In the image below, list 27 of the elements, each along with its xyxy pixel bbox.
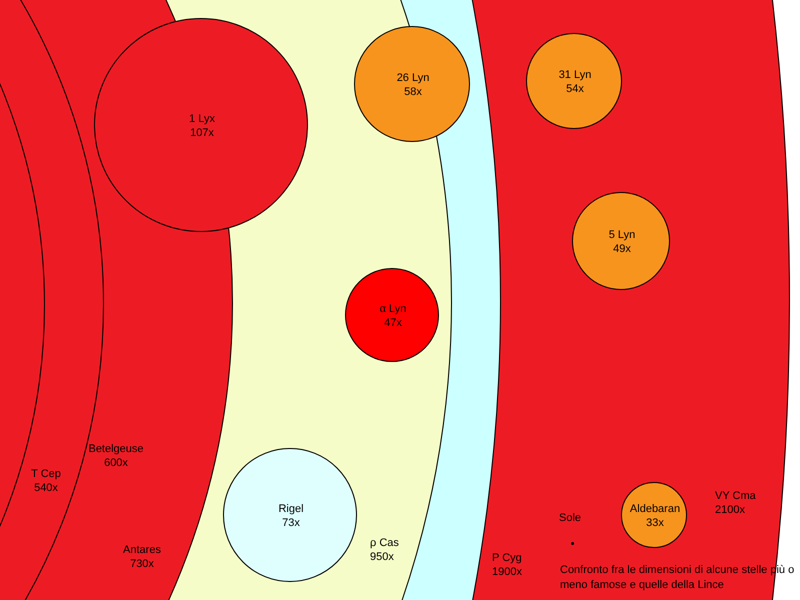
star-size-label: 540x (33, 481, 59, 495)
star-name: T Cep (31, 467, 61, 481)
star-name: 31 Lyn (558, 68, 592, 82)
star-size-label: 1900x (492, 565, 522, 579)
star-name: Aldebaran (630, 502, 680, 516)
star-name: 26 Lyn (396, 71, 430, 85)
star-name: VY Cma (715, 489, 756, 503)
star-size-label: 73x (281, 516, 301, 530)
sun-label: Sole (559, 511, 582, 525)
star-name: P Cyg (492, 551, 522, 565)
star-name: Betelgeuse (88, 442, 144, 456)
star-size-label: 47x (383, 316, 403, 330)
star-name: Rigel (278, 502, 304, 516)
star-size-label: 54x (565, 82, 585, 96)
star-size-label: 49x (612, 242, 632, 256)
star-size-label: 600x (103, 456, 129, 470)
star-name: α Lyn (380, 302, 406, 316)
star-size-label: 33x (645, 516, 665, 530)
star-size-label: 107x (189, 126, 215, 140)
star-name: 5 Lyn (608, 228, 636, 242)
star-size-label: 730x (129, 557, 155, 571)
star-name: ρ Cas (370, 536, 399, 550)
star-size-label: 2100x (715, 503, 746, 517)
star-name: Antares (123, 543, 161, 557)
star-name: 1 Lyx (189, 112, 215, 126)
star-size-label: 950x (370, 550, 395, 564)
star-size-label: 58x (403, 85, 423, 99)
